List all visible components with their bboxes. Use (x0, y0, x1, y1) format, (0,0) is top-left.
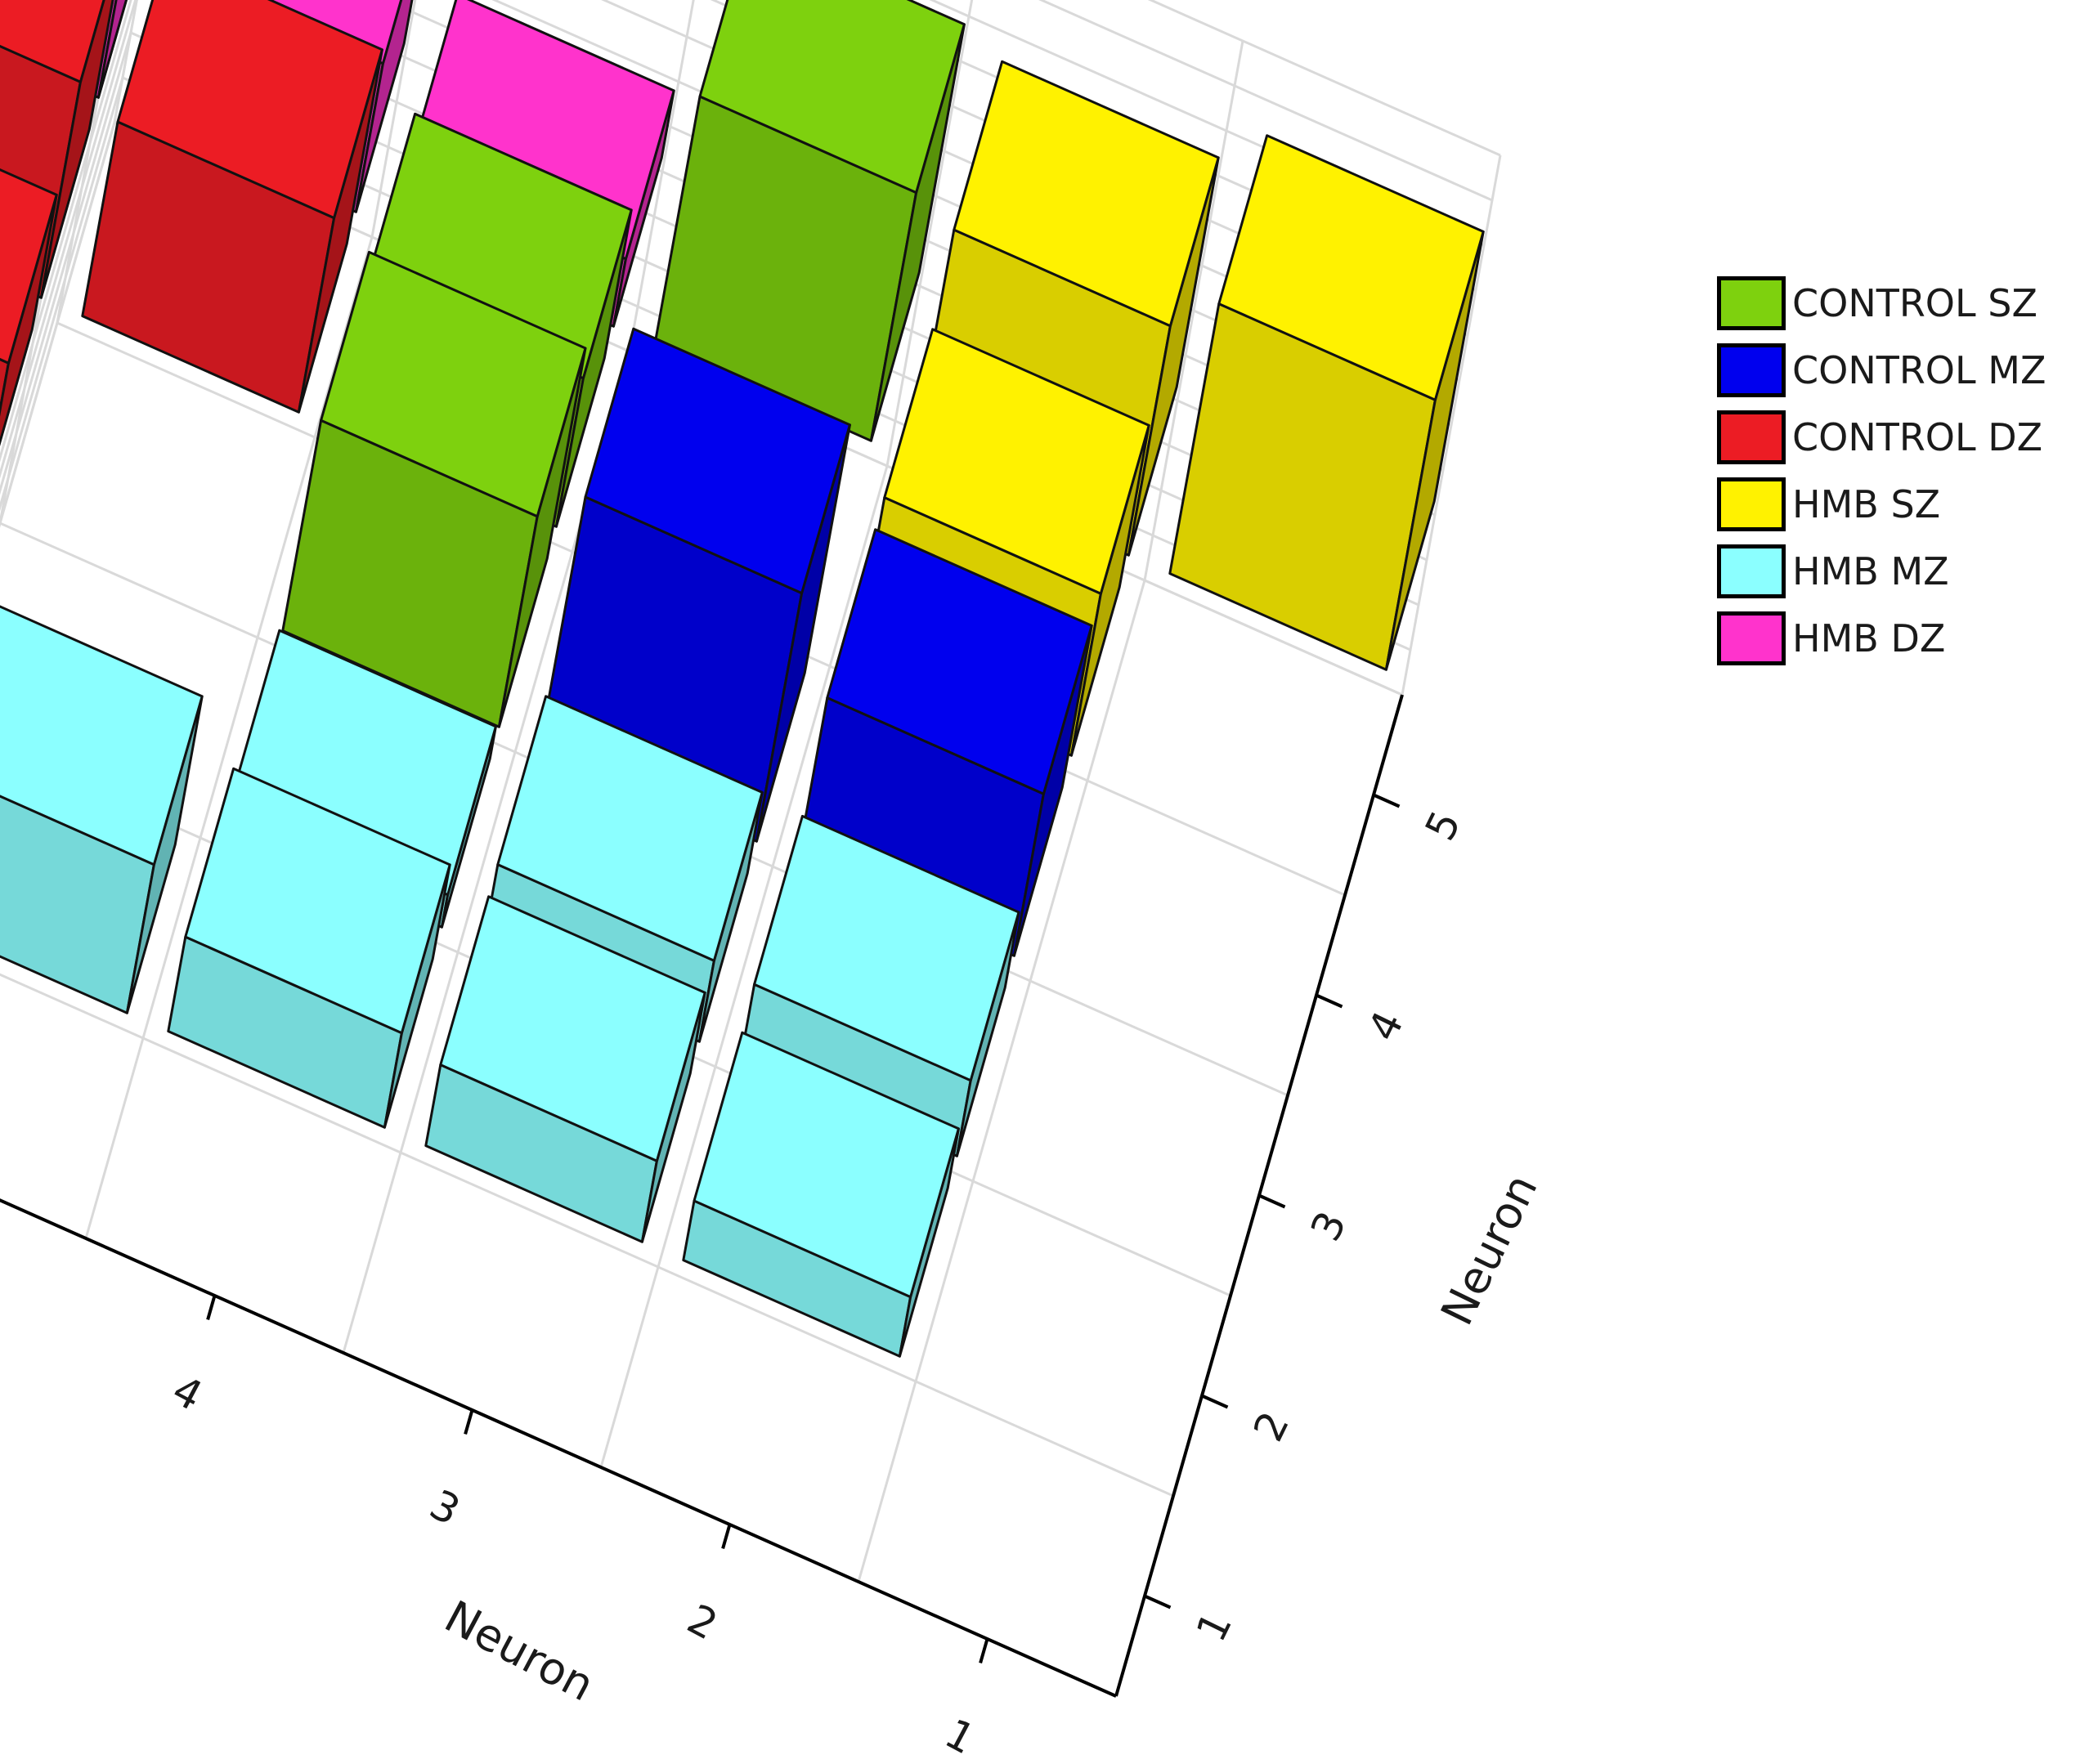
bar-top (116, 0, 383, 220)
bar-top (883, 328, 1150, 595)
legend-label: HMB DZ (1792, 616, 1946, 660)
bar-top (439, 895, 706, 1162)
legend-item: CONTROL DZ (1717, 404, 2046, 471)
bar-top (826, 528, 1093, 795)
grid-line (0, 122, 116, 528)
y-tick (1316, 993, 1343, 1009)
y-tick (1144, 1594, 1172, 1610)
bar-control-dz (0, 168, 58, 447)
legend-swatch (1717, 544, 1786, 598)
x-tick (979, 1638, 989, 1663)
y-tick (1373, 793, 1401, 808)
x-tick (206, 1295, 217, 1320)
legend-label: HMB SZ (1792, 482, 1941, 526)
y-tick-label: 2 (1244, 1404, 1298, 1448)
legend-swatch (1717, 611, 1786, 665)
bar-top (320, 250, 587, 518)
x-tick (721, 1524, 732, 1549)
bar-hmb-sz (1168, 134, 1485, 671)
bar-top (0, 0, 105, 83)
y-tick (1258, 1193, 1286, 1209)
x-axis-label: Neuron (437, 1591, 603, 1712)
bar-control-dz (81, 0, 383, 414)
legend-label: HMB MZ (1792, 549, 1949, 593)
legend-swatch (1717, 477, 1786, 531)
grid-line (599, 465, 889, 1468)
bar-top (584, 327, 851, 595)
legend-item: HMB DZ (1717, 605, 2046, 672)
bar-control-sz (653, 0, 966, 442)
legend-swatch (1717, 343, 1786, 397)
legend-label: CONTROL SZ (1792, 281, 2037, 325)
x-tick-label: 1 (937, 1709, 982, 1763)
legend-item: HMB SZ (1717, 471, 2046, 538)
bar-top (753, 814, 1020, 1082)
bar-top (496, 695, 764, 962)
axis-labels: Neuron Neuron (437, 1166, 1548, 1712)
legend: CONTROL SZ CONTROL MZ CONTROL DZ HMB SZ … (1717, 270, 2046, 672)
legend-item: CONTROL MZ (1717, 337, 2046, 404)
bar-top (693, 1031, 960, 1299)
bar-top (698, 0, 966, 195)
bar-hmb-mz (0, 605, 204, 1014)
legend-swatch (1717, 410, 1786, 464)
bar-face (39, 0, 114, 299)
legend-label: CONTROL DZ (1792, 415, 2043, 459)
bar-face (96, 0, 128, 99)
grid-line (0, 1198, 1117, 1698)
legend-label: CONTROL MZ (1792, 348, 2046, 392)
bar-top (0, 605, 204, 866)
legend-swatch (1717, 276, 1786, 330)
grid-line (0, 973, 1174, 1498)
x-axis-line (0, 1198, 1117, 1698)
x-tick-label: 4 (164, 1366, 209, 1420)
bar-hmb-mz (167, 767, 451, 1129)
y-tick-label: 3 (1302, 1204, 1356, 1248)
y-tick (1201, 1394, 1229, 1409)
bars (0, 0, 1485, 1358)
bar-control-sz (281, 250, 587, 728)
x-tick (464, 1409, 474, 1435)
y-tick-label: 1 (1187, 1605, 1241, 1649)
y-axis-label: Neuron (1431, 1166, 1548, 1333)
bar-top (0, 168, 58, 365)
x-tick-label: 2 (679, 1595, 724, 1649)
y-tick-label: 5 (1416, 804, 1470, 848)
x-tick-label: 3 (422, 1480, 467, 1534)
grid-line (84, 236, 374, 1239)
y-tick-label: 4 (1359, 1004, 1413, 1048)
bar-control-mz (796, 528, 1093, 957)
bar-top (953, 60, 1220, 328)
bar-top (184, 767, 451, 1035)
bar-top (1217, 134, 1485, 401)
grid-line (857, 580, 1146, 1583)
legend-item: HMB MZ (1717, 538, 2046, 605)
bar-hmb-mz (682, 1031, 960, 1358)
legend-item: CONTROL SZ (1717, 270, 2046, 337)
bar-face (354, 0, 414, 213)
bar-hmb-mz (424, 895, 706, 1243)
